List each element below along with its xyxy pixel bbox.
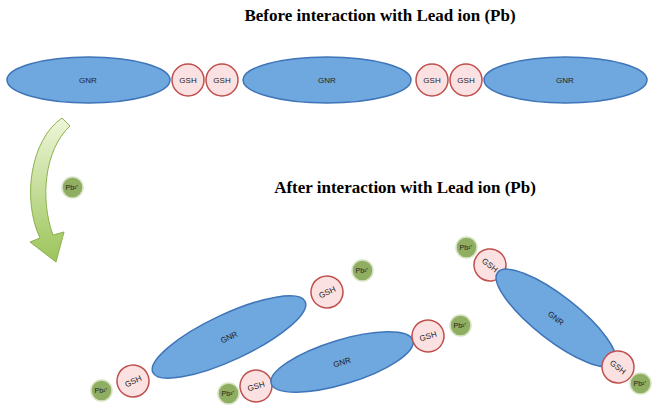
gsh-outline (172, 64, 204, 96)
ion-label: Pb²⁺ (222, 389, 235, 398)
ion-label: Pb²⁺ (460, 243, 473, 252)
gsh-outline (408, 316, 448, 356)
pb-outline (62, 177, 83, 198)
gsh-outline (236, 366, 276, 406)
gsh-node: GSH (235, 365, 277, 407)
gnr-outline (484, 57, 647, 103)
shape-label: GSH (179, 76, 196, 85)
pb-node: Pb²⁺ (61, 176, 84, 199)
pb-outline (456, 237, 477, 258)
shape-label: GNR (318, 76, 336, 85)
gsh-outline (112, 360, 155, 403)
heading: Before interaction with Lead ion (Pb) (244, 6, 515, 26)
gsh-node: GSH (205, 63, 239, 97)
pb-node: Pb²⁺ (455, 236, 478, 259)
gsh-node: GSH (415, 63, 449, 97)
gnr-node: GNR (242, 56, 412, 104)
pb-node: Pb²⁺ (90, 379, 113, 402)
shape-label: GSH (213, 76, 230, 85)
pb-node: Pb²⁺ (629, 372, 652, 395)
gsh-outline (450, 64, 482, 96)
gnr-node: GNR (6, 56, 171, 104)
pb-node: Pb²⁺ (217, 382, 240, 405)
shape-label: GSH (423, 76, 440, 85)
ion-label: Pb²⁺ (454, 321, 467, 330)
gsh-outline (306, 271, 349, 314)
shape-label: GNR (79, 76, 97, 85)
pb-outline (218, 383, 239, 404)
pb-outline (630, 373, 651, 394)
pb-outline (91, 380, 112, 401)
pb-node: Pb²⁺ (351, 259, 374, 282)
gnr-outline (265, 319, 419, 404)
gnr-node: GNR (483, 56, 648, 104)
pb-outline (450, 315, 471, 336)
gsh-node: GSH (449, 63, 483, 97)
gnr-outline (243, 57, 411, 103)
ion-label: Pb²⁺ (634, 379, 647, 388)
gsh-node: GSH (171, 63, 205, 97)
ion-label: Pb²⁺ (66, 183, 79, 192)
gsh-node: GSH (407, 315, 449, 357)
gsh-node: GSH (110, 358, 155, 403)
gsh-outline (206, 64, 238, 96)
pb-outline (352, 260, 373, 281)
heading: After interaction with Lead ion (Pb) (274, 178, 536, 198)
ion-label: Pb²⁺ (95, 386, 108, 395)
gsh-node: GSH (304, 269, 349, 314)
ion-label: Pb²⁺ (356, 266, 369, 275)
gnr-node: GNR (264, 318, 421, 406)
shape-label: GNR (556, 76, 574, 85)
gnr-outline (7, 57, 170, 103)
gsh-outline (416, 64, 448, 96)
shape-label: GSH (457, 76, 474, 85)
pb-node: Pb²⁺ (449, 314, 472, 337)
